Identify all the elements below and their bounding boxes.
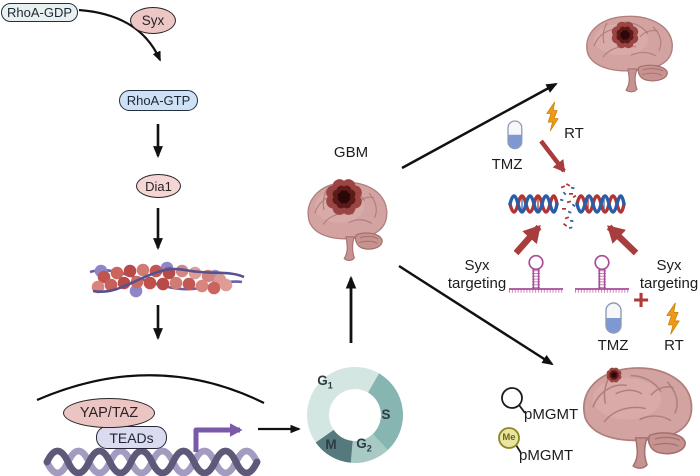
gbm-brain-illustration bbox=[307, 179, 388, 262]
syx-targeting-right-line2: targeting bbox=[639, 275, 699, 292]
node-yap-taz: YAP/TAZ bbox=[63, 398, 155, 428]
tmz-pill-icon-bottom bbox=[605, 302, 622, 334]
mgmt-methylated-icon bbox=[498, 427, 522, 454]
tmz-label-top: TMZ bbox=[491, 156, 523, 173]
rt-label-top: RT bbox=[564, 125, 584, 142]
syx-label: Syx bbox=[141, 12, 165, 28]
rt-lightning-icon-bottom bbox=[666, 302, 680, 335]
mgmt-unmethylated-icon bbox=[501, 387, 526, 414]
me-label: Me bbox=[502, 432, 516, 443]
syx-activation-arrow bbox=[78, 8, 162, 62]
node-rhoa-gdp: RhoA-GDP bbox=[1, 3, 78, 22]
transcription-arrow bbox=[193, 423, 243, 452]
gbm-branch-arrows bbox=[398, 82, 558, 366]
treated-brain-top-illustration bbox=[586, 15, 673, 93]
tmz-pill-icon-top bbox=[507, 120, 523, 150]
teads-label: TEADs bbox=[109, 429, 154, 446]
rhoa-gtp-label: RhoA-GTP bbox=[126, 93, 191, 108]
syx-targeting-left-line1: Syx bbox=[464, 257, 490, 274]
plus-sign: + bbox=[632, 284, 650, 315]
node-teads: TEADs bbox=[96, 426, 167, 449]
nuclear-dna-helix bbox=[43, 447, 261, 476]
rhoa-gdp-label: RhoA-GDP bbox=[6, 5, 73, 20]
dna-damage-arrows bbox=[513, 139, 639, 256]
rna-hairpin-icon-right bbox=[575, 256, 629, 291]
treated-brain-bottom-illustration bbox=[582, 367, 693, 470]
syx-targeting-label-left: Syx targeting bbox=[442, 257, 512, 293]
node-dia1: Dia1 bbox=[136, 174, 181, 198]
syx-targeting-right-line1: Syx bbox=[656, 257, 682, 274]
cell-cycle-m-label: M bbox=[325, 437, 337, 452]
syx-targeting-label-right: Syx targeting bbox=[634, 257, 700, 293]
broken-dna-illustration bbox=[508, 183, 626, 229]
rna-hairpin-icon-left bbox=[509, 256, 563, 291]
dia1-label: Dia1 bbox=[145, 178, 172, 194]
pmgmt-methylated-label: pMGMT bbox=[519, 447, 574, 464]
yap-taz-label: YAP/TAZ bbox=[79, 404, 139, 421]
actin-filament-illustration bbox=[89, 261, 245, 298]
pmgmt-unmethylated-label: pMGMT bbox=[524, 406, 579, 423]
rt-label-bottom: RT bbox=[664, 337, 684, 354]
dna-fragments bbox=[559, 183, 577, 229]
node-syx: Syx bbox=[130, 7, 176, 34]
cell-cycle-g2-label: G2 bbox=[356, 436, 372, 454]
syx-targeting-left-line2: targeting bbox=[447, 275, 507, 292]
cell-cycle-g1-label: G1 bbox=[317, 373, 333, 391]
cell-cycle-diagram bbox=[307, 366, 403, 463]
node-rhoa-gtp: RhoA-GTP bbox=[119, 90, 198, 111]
cell-cycle-s-label: S bbox=[381, 407, 391, 422]
nuclear-membrane-arc bbox=[36, 374, 265, 404]
gbm-label: GBM bbox=[333, 144, 369, 161]
tmz-label-bottom: TMZ bbox=[597, 337, 629, 354]
